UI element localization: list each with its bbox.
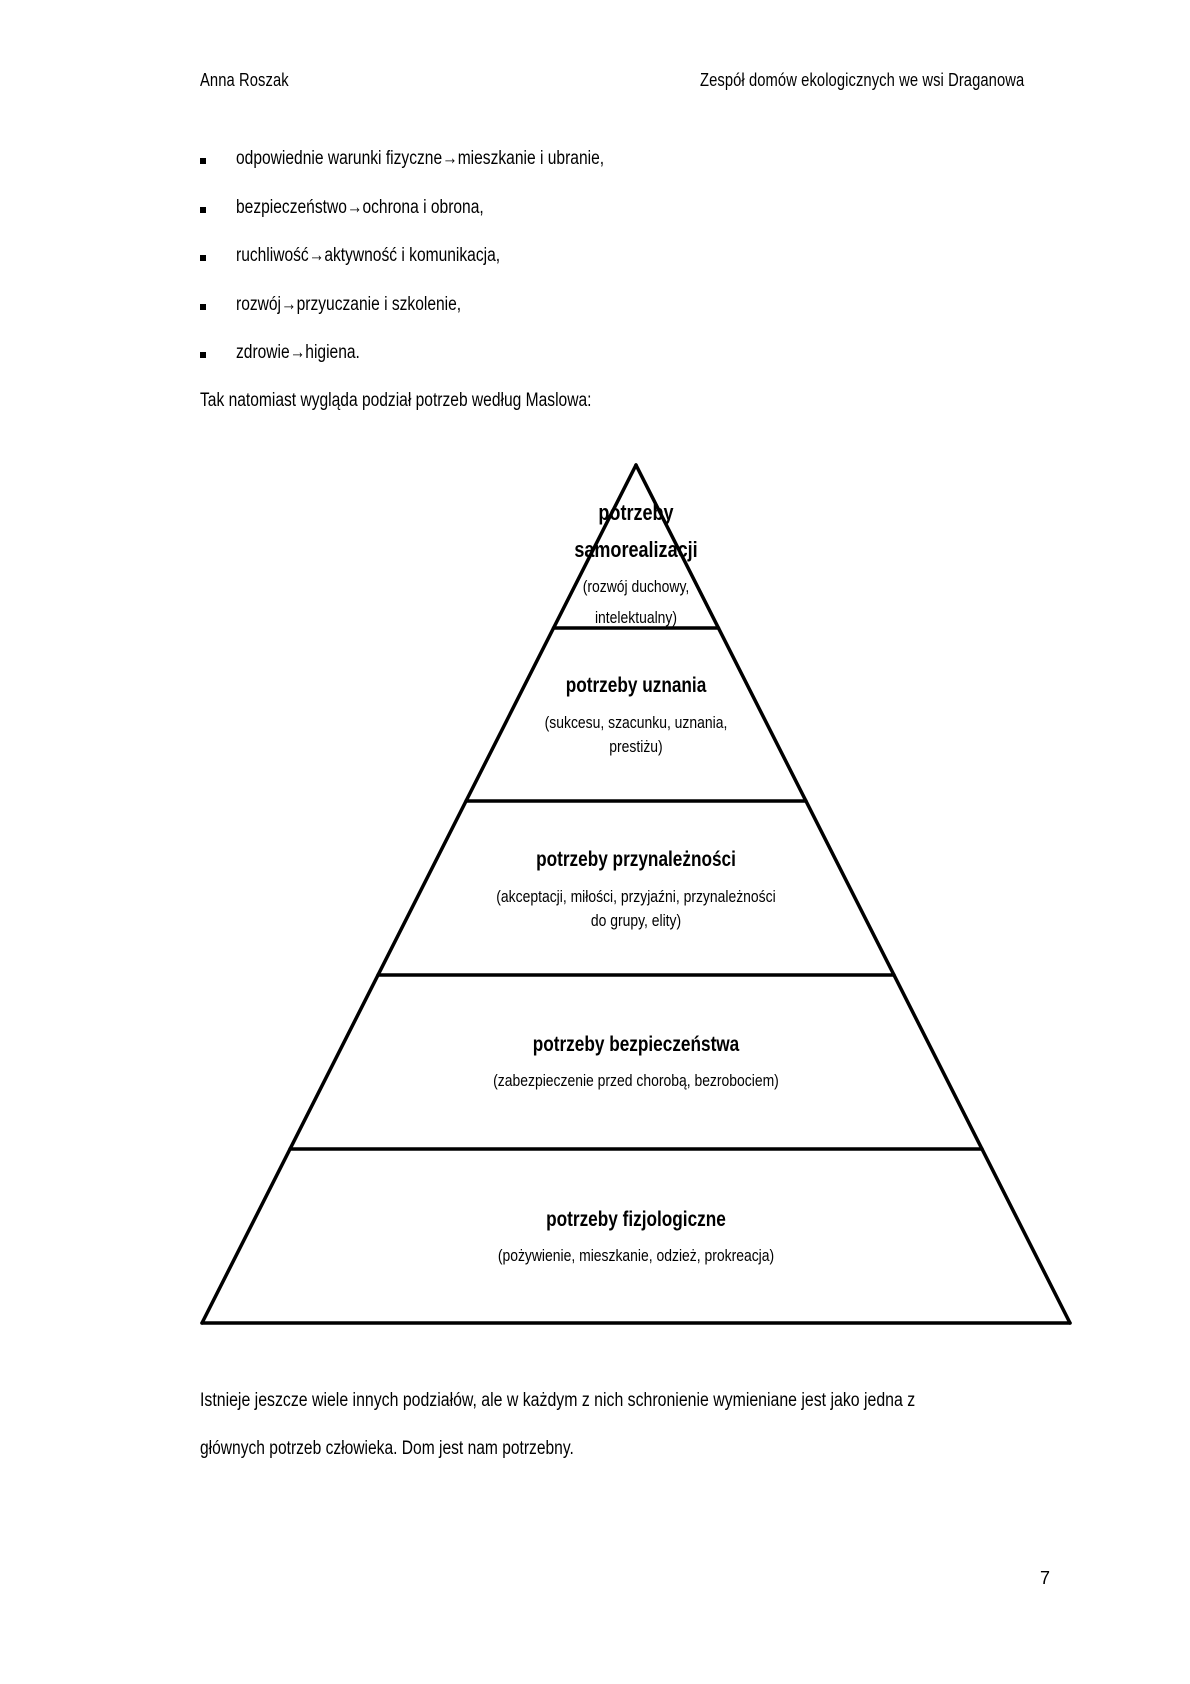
pyramid-left-edge: [200, 463, 638, 1325]
arrow-right-icon: →: [442, 148, 458, 169]
pyramid-level-3-title: potrzeby przynależności: [536, 849, 736, 872]
pyramid-right-edge: [634, 463, 1072, 1325]
page-number: 7: [1040, 1568, 1051, 1588]
list-item: odpowiednie warunki fizyczne→mieszkanie …: [200, 148, 685, 197]
square-bullet-icon: [200, 352, 206, 358]
square-bullet-icon: [200, 303, 206, 310]
pyramid-level-5-title: potrzeby fizjologiczne: [546, 1209, 726, 1232]
list-item: ruchliwość→aktywność i komunikacja,: [200, 245, 685, 294]
pyramid-intro-text: Tak natomiast wygląda podział potrzeb we…: [200, 390, 592, 411]
pyramid-level-2-title: potrzeby uznania: [566, 675, 707, 698]
pyramid-level-4-description: (zabezpieczenie przed chorobą, bezroboci…: [493, 1072, 779, 1091]
pyramid-level-1-title: samorealizacji: [574, 538, 697, 562]
pyramid-level-1-title: potrzeby: [598, 501, 674, 525]
arrow-right-icon: →: [308, 245, 325, 266]
arrow-right-icon: →: [346, 196, 363, 218]
pyramid-level-3-description: (akceptacji, miłości, przyjaźni, przynal…: [496, 888, 775, 907]
square-bullet-icon: [200, 158, 206, 164]
header-author: Anna Roszak: [200, 70, 289, 90]
paragraph-line-1: Istnieje jeszcze wiele innych podziałów,…: [200, 1390, 916, 1411]
pyramid-labels: potrzeby samorealizacji (rozwój duchowy, in…: [493, 501, 779, 1265]
closing-paragraph: Istnieje jeszcze wiele innych podziałów,…: [200, 1390, 1060, 1412]
list-item: zdrowie→higiena.: [200, 342, 685, 391]
closing-paragraph-end: głównych potrzeb człowieka. Dom jest nam…: [200, 1438, 1060, 1460]
pyramid-level-1-description: intelektualny): [595, 609, 677, 628]
header-document-title: Zespół domów ekologicznych we wsi Dragan…: [700, 70, 1025, 90]
square-bullet-icon: [200, 206, 206, 213]
list-item: rozwój→przyuczanie i szkolenie,: [200, 294, 685, 343]
pyramid-level-2-description: prestiżu): [609, 738, 662, 757]
pyramid-outline: [200, 463, 1072, 1325]
pyramid-level-4-title: potrzeby bezpieczeństwa: [533, 1034, 740, 1057]
pyramid-level-1-description: (rozwój duchowy,: [583, 578, 690, 597]
pyramid-level-3-description: do grupy, elity): [591, 912, 681, 931]
arrow-right-icon: →: [289, 342, 306, 363]
needs-bullet-list: odpowiednie warunki fizyczne→mieszkanie …: [200, 148, 685, 391]
pyramid-level-2-description: (sukcesu, szacunku, uznania,: [545, 714, 728, 733]
square-bullet-icon: [200, 255, 206, 261]
list-item: bezpieczeństwo→ochrona i obrona,: [200, 197, 685, 246]
arrow-right-icon: →: [281, 293, 297, 315]
pyramid-level-5-description: (pożywienie, mieszkanie, odzież, prokrea…: [498, 1247, 774, 1266]
paragraph-line-2: głównych potrzeb człowieka. Dom jest nam…: [200, 1438, 574, 1459]
